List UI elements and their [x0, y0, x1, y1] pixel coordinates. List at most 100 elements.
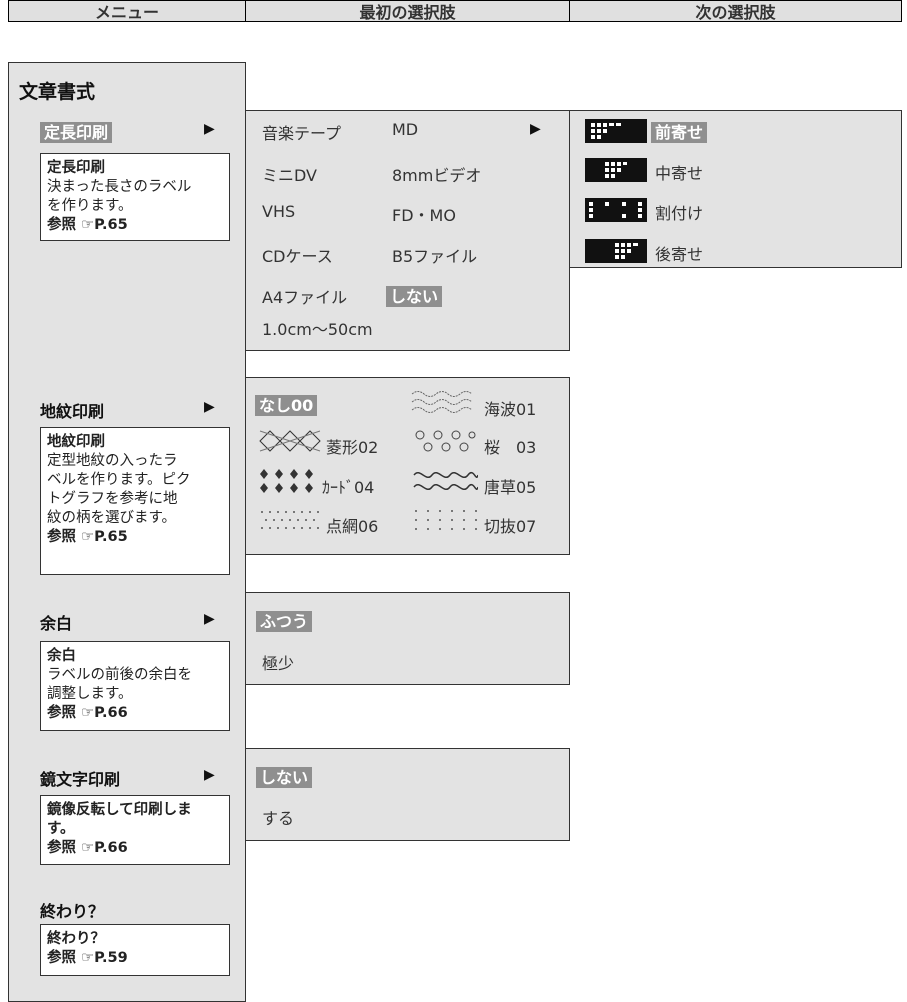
pointing-hand-icon: ☞	[81, 217, 95, 233]
description-line: 決まった長さのラベル	[47, 179, 192, 195]
reference-page: P.66	[94, 840, 128, 856]
menu-item-label: 定長印刷	[40, 122, 113, 143]
submenu-arrow-icon: ▶	[204, 611, 215, 627]
reference: 参照 ☞P.66	[47, 704, 223, 723]
option-custom-length[interactable]: 1.0cm～50cm	[262, 320, 373, 339]
option-8mm-video[interactable]: 8mmビデオ	[392, 166, 482, 185]
option-md[interactable]: MD	[392, 120, 419, 139]
description-line: を作ります。	[47, 198, 133, 214]
wave-pattern-icon	[410, 388, 480, 416]
description-line: 紋の柄を選びます。	[47, 510, 177, 526]
reference: 参照 ☞P.66	[47, 839, 223, 858]
option-fd-mo[interactable]: FD・MO	[392, 206, 456, 225]
option-cd-case[interactable]: CDケース	[262, 247, 333, 266]
option-pattern-wave[interactable]: 海波01	[484, 400, 537, 419]
option-label: ふつう	[256, 611, 313, 632]
reference-page: P.66	[94, 705, 128, 721]
submenu-arrow-icon: ▶	[204, 121, 215, 137]
option-vhs[interactable]: VHS	[262, 202, 296, 221]
option-pattern-none[interactable]: なし00	[255, 392, 318, 416]
description-line: す。	[47, 821, 75, 837]
submenu-arrow-icon: ▶	[530, 121, 541, 137]
option-pattern-cherry[interactable]: 桜 03	[484, 438, 537, 457]
option-pattern-arabesque[interactable]: 唐草05	[484, 478, 537, 497]
option-label: なし00	[255, 395, 318, 416]
reference-label: 参照	[47, 217, 76, 233]
reference-page: P.65	[94, 529, 128, 545]
option-music-tape[interactable]: 音楽テープ	[262, 124, 342, 143]
option-mirror-on[interactable]: する	[262, 809, 295, 828]
margin-options-panel	[245, 592, 570, 685]
option-b5-file[interactable]: B5ファイル	[392, 247, 478, 266]
description-box-mirror-print: 鏡像反転して印刷しま す。 参照 ☞P.66	[40, 795, 230, 865]
reference-page: P.59	[94, 950, 128, 966]
option-label: しない	[386, 286, 443, 307]
align-end-icon	[585, 239, 647, 263]
option-pattern-card[interactable]: ｶｰﾄﾞ04	[322, 478, 375, 497]
description-title: 終わり？	[47, 931, 105, 947]
description-line: ラベルの前後の余白を	[47, 667, 192, 683]
pointing-hand-icon: ☞	[81, 705, 95, 721]
description-box-exit: 終わり？ 参照 ☞P.59	[40, 924, 230, 976]
align-front-icon	[585, 119, 647, 143]
option-mini-dv[interactable]: ミニDV	[262, 166, 317, 185]
reference: 参照 ☞P.59	[47, 949, 223, 968]
pointing-hand-icon: ☞	[81, 529, 95, 545]
option-pattern-cutout[interactable]: 切抜07	[484, 517, 537, 536]
description-box-fixed-length: 定長印刷 決まった長さのラベル を作ります。 参照 ☞P.65	[40, 153, 230, 241]
menu-title: 文章書式	[19, 81, 96, 103]
dot-net-pattern-icon	[258, 506, 324, 534]
menu-item-margin[interactable]: 余白	[40, 614, 73, 633]
submenu-arrow-icon: ▶	[204, 767, 215, 783]
header-menu: メニュー	[8, 0, 246, 22]
menu-item-fixed-length[interactable]: 定長印刷	[40, 119, 113, 143]
reference: 参照 ☞P.65	[47, 528, 223, 547]
description-title: 定長印刷	[47, 160, 105, 176]
header-first-choice: 最初の選択肢	[245, 0, 570, 22]
option-label: 前寄せ	[651, 122, 708, 143]
option-none-selected[interactable]: しない	[386, 283, 443, 307]
description-box-background-pattern: 地紋印刷 定型地紋の入ったラ ベルを作ります。ピク トグラフを参考に地 紋の柄を…	[40, 427, 230, 575]
option-a4-file[interactable]: A4ファイル	[262, 288, 348, 307]
cherry-pattern-icon	[412, 428, 478, 454]
menu-item-exit[interactable]: 終わり？	[40, 902, 105, 921]
align-justify-icon	[585, 198, 647, 222]
option-margin-normal[interactable]: ふつう	[256, 608, 313, 632]
diamond-pattern-icon	[258, 428, 324, 454]
menu-item-mirror-print[interactable]: 鏡文字印刷	[40, 770, 121, 789]
reference-label: 参照	[47, 705, 76, 721]
description-line: トグラフを参考に地	[47, 491, 178, 507]
align-center-icon	[585, 158, 647, 182]
menu-item-background-pattern[interactable]: 地紋印刷	[40, 402, 105, 421]
option-align-end[interactable]: 後寄せ	[655, 245, 704, 264]
description-title: 鏡像反転して印刷しま	[47, 802, 192, 818]
description-line: 定型地紋の入ったラ	[47, 453, 178, 469]
submenu-arrow-icon: ▶	[204, 399, 215, 415]
pointing-hand-icon: ☞	[81, 840, 95, 856]
description-line: ベルを作ります。ピク	[47, 472, 191, 488]
mirror-options-panel	[245, 748, 570, 841]
arabesque-pattern-icon	[412, 467, 479, 495]
reference: 参照 ☞P.65	[47, 216, 223, 235]
option-align-front[interactable]: 前寄せ	[651, 119, 708, 143]
description-line: 調整します。	[47, 686, 133, 702]
length-options-panel	[245, 110, 570, 351]
option-pattern-diamond[interactable]: 菱形02	[326, 438, 379, 457]
description-title: 地紋印刷	[47, 434, 105, 450]
option-align-justify[interactable]: 割付け	[655, 204, 704, 223]
card-pattern-icon	[258, 467, 318, 495]
description-box-margin: 余白 ラベルの前後の余白を 調整します。 参照 ☞P.66	[40, 641, 230, 731]
option-mirror-off[interactable]: しない	[256, 764, 313, 788]
option-align-center[interactable]: 中寄せ	[655, 164, 704, 183]
header-next-choice: 次の選択肢	[569, 0, 902, 22]
pointing-hand-icon: ☞	[81, 950, 95, 966]
description-title: 余白	[47, 648, 76, 664]
option-margin-minimal[interactable]: 極少	[262, 654, 295, 673]
cutout-pattern-icon	[412, 506, 478, 534]
reference-label: 参照	[47, 529, 76, 545]
reference-label: 参照	[47, 950, 76, 966]
option-label: しない	[256, 767, 313, 788]
reference-label: 参照	[47, 840, 76, 856]
reference-page: P.65	[94, 217, 128, 233]
option-pattern-dot-net[interactable]: 点網06	[326, 517, 379, 536]
